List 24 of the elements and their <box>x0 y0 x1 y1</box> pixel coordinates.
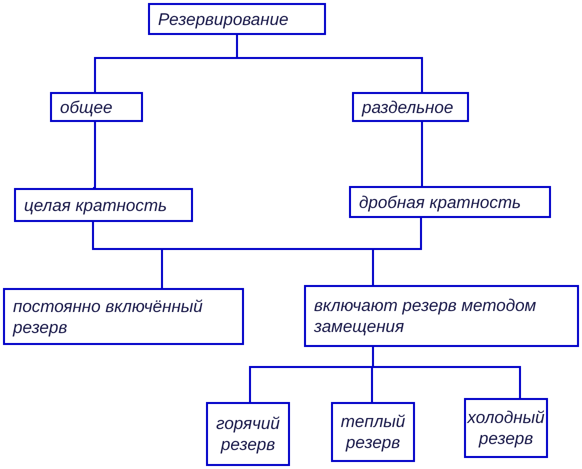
text-box <box>304 285 579 347</box>
box-label: теплый резерв <box>340 411 406 453</box>
box-label: горячий резерв <box>216 413 280 455</box>
box-label: включают резерв методом замещения <box>314 295 538 337</box>
box-label: общее <box>60 96 112 118</box>
connector-line <box>236 35 423 92</box>
box-label: дробная кратность <box>359 192 521 212</box>
text-box <box>331 402 415 462</box>
box-label: холодный резерв <box>467 407 545 449</box>
text-box <box>3 288 244 345</box>
text-box <box>14 188 193 222</box>
box-label: раздельное <box>362 96 454 118</box>
box-label: Резервирование <box>158 8 288 30</box>
text-box <box>464 398 548 458</box>
box-label: постоянно включённый резерв <box>13 296 204 338</box>
connector-line <box>92 122 96 189</box>
text-box <box>50 92 143 122</box>
box-label: целая кратность <box>24 194 167 216</box>
text-box <box>148 3 326 35</box>
connector-line <box>372 218 422 285</box>
connector-line <box>420 122 423 187</box>
text-box <box>206 402 290 466</box>
text-box <box>349 186 551 218</box>
text-box <box>352 92 469 122</box>
